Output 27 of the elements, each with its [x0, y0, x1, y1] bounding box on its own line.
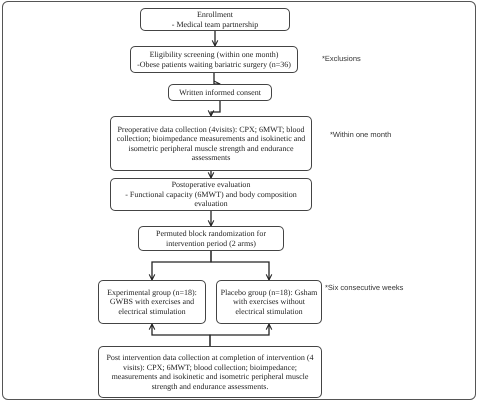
arrow: [208, 211, 214, 227]
box-text: Permuted block randomization for intervention period (2 arms): [155, 229, 267, 248]
process-box: [140, 8, 290, 31]
process-box: [110, 178, 312, 211]
process-box: [138, 226, 284, 251]
arrow: [209, 323, 272, 346]
process-box: [98, 280, 206, 324]
box-text: - Functional capacity (6MWT) and body composition evaluation: [124, 190, 298, 209]
process-box: [110, 116, 312, 171]
box-text: Post intervention data collection at completion of intervention (4 visits): CPX; 6MWT; blood collection; bioimpedance; measurements and isokinetic and isometric peripheral muscle strength and endurance assessments.: [105, 353, 315, 391]
box-text: Postoperative evaluation: [172, 180, 250, 190]
process-box: [216, 280, 322, 324]
box-text: Written informed consent: [179, 88, 261, 98]
box-text: - Medical team partnership: [172, 20, 258, 29]
arrow: [210, 251, 272, 281]
process-box: [130, 46, 298, 73]
box-text: Eligibility screening (within one month): [150, 50, 278, 60]
box-text: -Obese patients waiting bariatric surgery (n=36): [137, 60, 291, 69]
box-text: Enrollment: [197, 10, 233, 20]
arrow: [208, 171, 214, 179]
arrow: [212, 31, 218, 47]
process-box: [98, 346, 322, 398]
box-text: Preoperative data collection (4visits): CPX; 6MWT; blood collection; bioimpedance measurements and isokinetic and isometric peripheral muscle strength and endurance assessments: [116, 124, 306, 162]
process-box: [168, 84, 272, 101]
arrow: [208, 101, 221, 117]
box-text: Placebo group (n=18): Gsham with exercises without electrical stimulation: [220, 288, 318, 316]
box-text: Experimental group (n=18): GWBS with exercises and electrical stimulation: [106, 288, 198, 316]
